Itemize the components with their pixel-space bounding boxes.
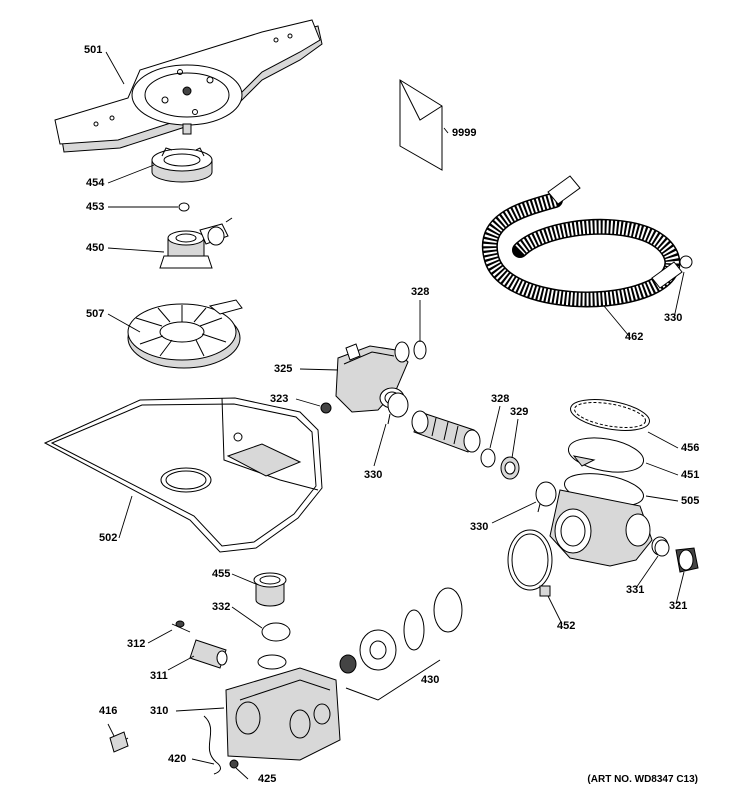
label-312: 312: [127, 638, 146, 650]
part-454-bearing-ring: [151, 147, 213, 183]
part-321-valve: [675, 547, 699, 573]
part-451-clamp-ring: [567, 437, 645, 473]
part-452-clamp: [507, 529, 553, 597]
label-462: 462: [625, 331, 644, 343]
label-330-pump: 330: [364, 469, 383, 481]
part-501-spray-arm: [54, 19, 323, 153]
part-330-clamp-b: [535, 481, 557, 513]
label-453: 453: [86, 201, 105, 213]
part-sump-housing: [549, 489, 669, 567]
label-9999: 9999: [452, 127, 477, 139]
label-311: 311: [150, 670, 168, 682]
label-452: 452: [557, 620, 576, 632]
leader-lines: [105, 51, 685, 780]
label-456: 456: [681, 442, 700, 454]
part-330-clamp-a: [387, 392, 409, 425]
part-416-bolt: [109, 731, 129, 753]
part-310-pump-motor: [225, 654, 341, 761]
label-321: 321: [669, 600, 688, 612]
part-450-manifold: [159, 217, 233, 269]
part-connector-tube: [411, 410, 520, 480]
part-453-o-ring: [178, 202, 190, 212]
label-454: 454: [86, 177, 105, 189]
label-328-upper: 328: [411, 286, 430, 298]
label-323: 323: [270, 393, 289, 405]
part-312-screw: [171, 620, 191, 633]
label-331: 331: [626, 584, 645, 596]
label-329: 329: [510, 406, 529, 418]
label-425: 425: [258, 773, 277, 785]
part-332-clamp: [261, 622, 291, 642]
label-325: 325: [274, 363, 293, 375]
label-332: 332: [212, 601, 231, 613]
part-456-band: [570, 399, 650, 431]
label-328-lower: 328: [491, 393, 510, 405]
label-502: 502: [99, 532, 118, 544]
part-502-sump-gasket: [43, 397, 323, 553]
label-505: 505: [681, 495, 700, 507]
part-9999-literature: [399, 79, 443, 171]
label-455: 455: [212, 568, 231, 580]
label-416: 416: [99, 705, 118, 717]
art-number: (ART NO. WD8347 C13): [587, 774, 698, 785]
part-331-seal: [654, 539, 670, 557]
label-310: 310: [150, 705, 169, 717]
part-462-drain-hose: [481, 175, 693, 308]
part-328-seal-upper: [413, 340, 427, 360]
part-425-washer: [229, 759, 239, 769]
label-450: 450: [86, 242, 105, 254]
part-311-thermostat: [189, 639, 228, 669]
part-430-impeller-kit: [339, 587, 463, 701]
label-420: 420: [168, 753, 187, 765]
label-451: 451: [681, 469, 700, 481]
label-430: 430: [421, 674, 440, 686]
label-330-hose: 330: [664, 312, 683, 324]
part-455-sump-adapter: [253, 572, 287, 607]
label-501: 501: [84, 44, 103, 56]
label-330-sump: 330: [470, 521, 489, 533]
part-507-filter: [127, 299, 243, 369]
label-507: 507: [86, 308, 105, 320]
part-323-plug: [320, 402, 332, 414]
part-420-spring: [203, 715, 221, 775]
